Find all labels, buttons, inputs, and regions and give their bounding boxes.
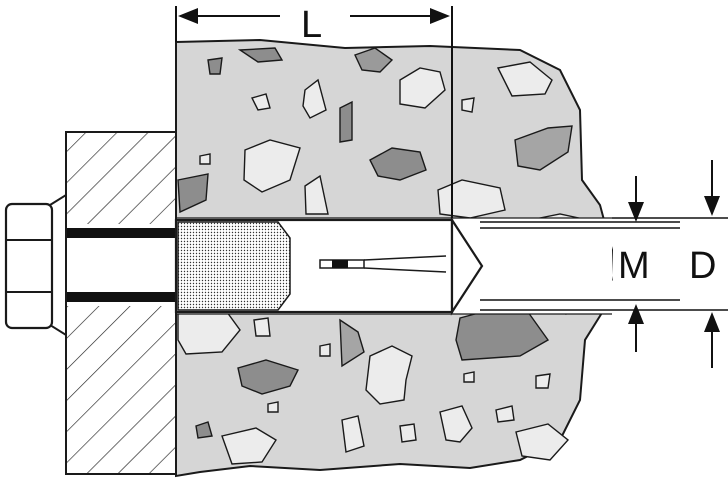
length-label: L (301, 4, 323, 46)
wedge-cone-icon (450, 216, 484, 316)
dimension-d-arrows (704, 160, 720, 368)
anchor-sleeve-icon (174, 218, 454, 314)
diameter-label: D (689, 245, 717, 287)
thread-label: M (618, 245, 650, 287)
dimension-l (175, 6, 453, 218)
dimension-extension-lines (480, 217, 728, 311)
dimension-m-arrows (628, 176, 644, 352)
aggregate-stones (177, 47, 613, 465)
hex-nut-icon (4, 193, 67, 337)
